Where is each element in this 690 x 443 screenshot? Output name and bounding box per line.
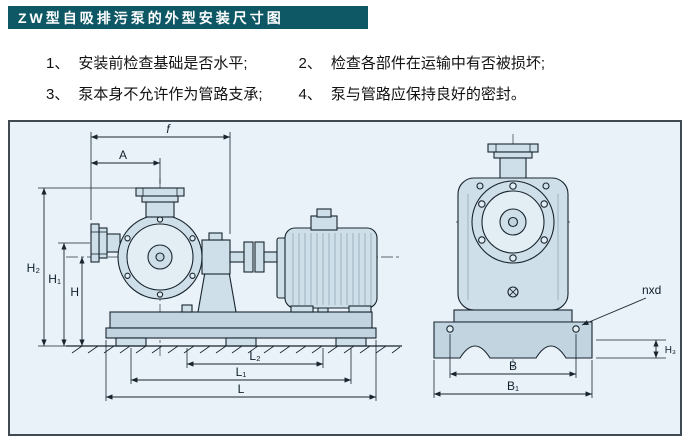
note-2-text: 检查各部件在运输中有否被损坏; bbox=[330, 55, 546, 72]
dim-label-H1: H₁ bbox=[48, 272, 61, 286]
note-2-number: 2、 bbox=[298, 55, 322, 72]
note-1-number: 1、 bbox=[46, 55, 70, 72]
dim-label-H: H bbox=[70, 285, 79, 299]
side-ground-hatch bbox=[66, 345, 402, 354]
pump-front-view bbox=[433, 134, 593, 368]
dim-L1: L₁ bbox=[130, 348, 352, 384]
dim-label-L1: L₁ bbox=[236, 365, 247, 379]
dim-L2: L₂ bbox=[186, 348, 324, 368]
side-pump-foot bbox=[197, 271, 237, 313]
dim-label-f: f bbox=[166, 122, 171, 136]
dim-label-L2: L₂ bbox=[249, 349, 261, 363]
dim-label-H2: H₂ bbox=[27, 261, 41, 275]
note-3-number: 3、 bbox=[46, 86, 70, 103]
dim-label-H3: H₃ bbox=[665, 345, 676, 356]
front-view-dimensions: nxd B B₁ H₃ bbox=[433, 283, 676, 398]
dim-B1: B₁ bbox=[433, 360, 593, 398]
note-2: 2、 检查各部件在运输中有否被损坏; bbox=[299, 52, 546, 73]
title-bar: ZW型自吸排污泵的外型安装尺寸图 bbox=[8, 6, 368, 29]
dim-H3: H₃ bbox=[596, 339, 676, 359]
side-bearing-coupling bbox=[201, 232, 278, 275]
note-4: 4、 泵与管路应保持良好的密封。 bbox=[299, 83, 546, 104]
dim-B: B bbox=[449, 334, 577, 378]
dim-nxd: nxd bbox=[581, 283, 661, 326]
note-3: 3、 泵本身不允许作为管路支承; bbox=[46, 83, 263, 104]
side-suction-flange bbox=[90, 223, 121, 263]
note-3-text: 泵本身不允许作为管路支承; bbox=[78, 86, 263, 103]
dim-label-A: A bbox=[119, 148, 127, 162]
dimension-drawing-panel: f A H₂ H₁ H L₂ bbox=[8, 120, 682, 436]
side-view-dimensions: f A H₂ H₁ H L₂ bbox=[27, 122, 377, 401]
side-volute bbox=[117, 214, 203, 300]
dim-A: A bbox=[91, 148, 161, 184]
front-cover bbox=[471, 180, 555, 298]
dim-f: f bbox=[90, 122, 231, 234]
note-4-text: 泵与管路应保持良好的密封。 bbox=[330, 86, 526, 103]
note-4-number: 4、 bbox=[298, 86, 322, 103]
front-base bbox=[433, 309, 593, 359]
page-title: ZW型自吸排污泵的外型安装尺寸图 bbox=[18, 9, 284, 26]
side-base bbox=[105, 304, 377, 347]
note-1-text: 安装前检查基础是否水平; bbox=[78, 55, 248, 72]
dim-label-nxd: nxd bbox=[642, 283, 661, 297]
side-motor bbox=[276, 208, 378, 313]
dim-H: H bbox=[70, 257, 85, 346]
front-top-flange bbox=[487, 143, 539, 180]
installation-notes: 1、 安装前检查基础是否水平; 2、 检查各部件在运输中有否被损坏; 3、 泵本… bbox=[46, 52, 545, 104]
dim-L: L bbox=[105, 340, 377, 401]
side-discharge-flange bbox=[135, 187, 185, 218]
dim-label-B1: B₁ bbox=[507, 379, 519, 393]
note-1: 1、 安装前检查基础是否水平; bbox=[46, 52, 263, 73]
pump-side-view bbox=[66, 178, 402, 356]
dim-H1: H₁ bbox=[48, 242, 90, 346]
pump-dimension-drawing: f A H₂ H₁ H L₂ bbox=[27, 122, 676, 401]
dim-label-L: L bbox=[238, 382, 245, 396]
dim-label-B: B bbox=[509, 359, 517, 373]
dim-H2: H₂ bbox=[27, 187, 136, 347]
